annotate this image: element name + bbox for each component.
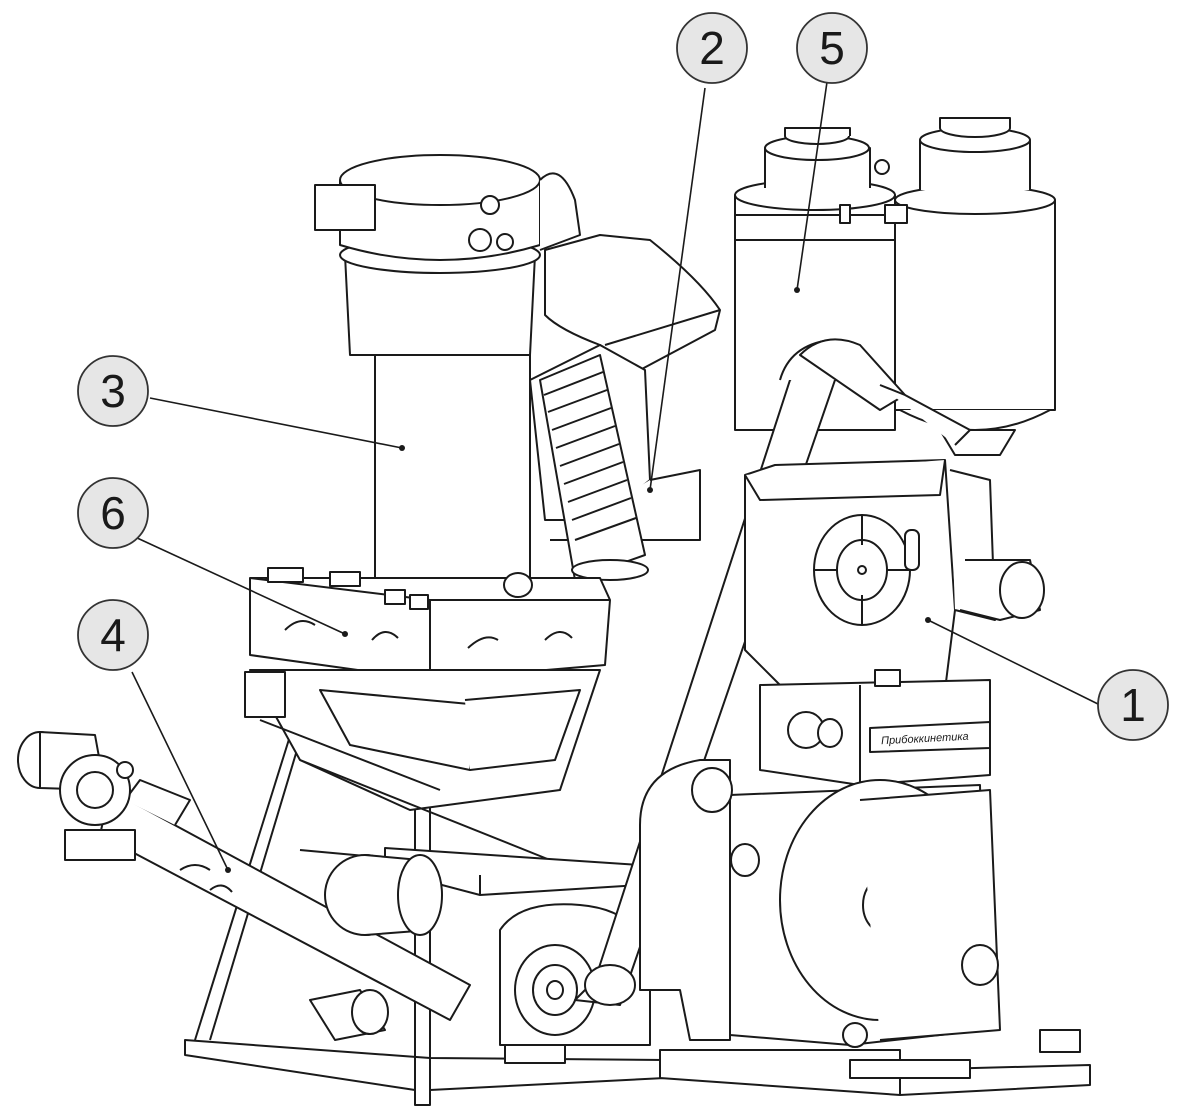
callout-6-label: 6	[100, 487, 126, 539]
brand-plate-text: Прибоккинетика	[881, 731, 969, 748]
hopper-frame	[244, 669, 601, 871]
dryer-silo-rear	[894, 117, 1056, 456]
conveyor-bottom-motor	[309, 989, 389, 1041]
machine-drawing	[17, 117, 1091, 1106]
leader-dot-5	[794, 287, 800, 293]
base-frame-right	[659, 1029, 1091, 1096]
leader-dots	[225, 287, 931, 873]
leader-line-4	[131, 671, 229, 871]
drive-box	[759, 669, 991, 786]
callout-3-label: 3	[100, 365, 126, 417]
callout-6: 6	[77, 477, 149, 549]
callout-2: 2	[676, 12, 748, 84]
callout-4: 4	[77, 599, 149, 671]
callout-5-label: 5	[819, 22, 845, 74]
leader-dot-1	[925, 617, 931, 623]
callout-1: 1	[1097, 669, 1169, 741]
leader-dot-3	[399, 445, 405, 451]
feeder-box	[249, 567, 611, 681]
leader-lines	[131, 81, 1101, 871]
callout-2-label: 2	[699, 22, 725, 74]
leader-dot-2	[647, 487, 653, 493]
leader-dot-6	[342, 631, 348, 637]
fan-motor	[324, 854, 443, 936]
flex-hose	[539, 354, 649, 581]
leader-dot-4	[225, 867, 231, 873]
callout-3: 3	[77, 355, 149, 427]
belt-guard	[639, 759, 733, 1041]
cyclone-column	[314, 154, 581, 581]
leader-line-5	[796, 81, 828, 291]
main-motor	[729, 779, 1001, 1048]
leader-line-6	[134, 536, 346, 635]
callout-1-label: 1	[1120, 679, 1146, 731]
conveyor-drive-motor	[17, 731, 134, 826]
callout-4-label: 4	[100, 609, 126, 661]
leader-line-1	[927, 619, 1101, 706]
callout-5: 5	[796, 12, 868, 84]
callout-balloons: 1 2 3 4 5 6	[77, 12, 1169, 741]
mill-housing	[744, 459, 1045, 691]
leader-line-2	[649, 87, 706, 491]
leader-line-3	[149, 397, 403, 449]
